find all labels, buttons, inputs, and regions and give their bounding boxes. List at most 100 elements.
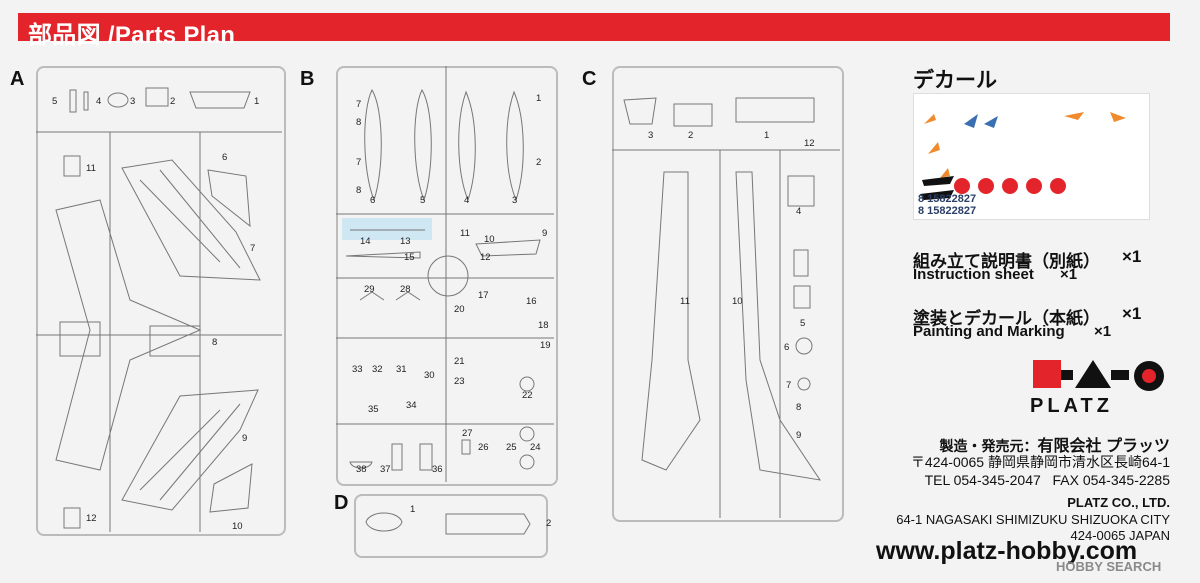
platz-logo [1031, 358, 1171, 399]
svg-text:32: 32 [372, 364, 383, 375]
svg-text:2: 2 [546, 518, 551, 529]
svg-text:12: 12 [86, 513, 97, 524]
svg-text:22: 22 [522, 390, 533, 401]
item-1-jp: 組み立て説明書（別紙） [913, 252, 1100, 271]
header-bar: 部品図 /Parts Plan [18, 13, 1170, 49]
sprue-c-label: C [582, 68, 597, 90]
svg-text:9: 9 [796, 430, 801, 441]
svg-text:24: 24 [530, 442, 541, 453]
company-name-jp: 有限会社 プラッツ [1037, 438, 1170, 455]
svg-text:9: 9 [542, 228, 547, 239]
item-2-jp: 塗装とデカール（本紙） [913, 309, 1100, 328]
svg-text:4: 4 [96, 96, 101, 107]
svg-text:12: 12 [804, 138, 815, 149]
svg-text:11: 11 [86, 163, 96, 174]
item-2-en: Painting and Marking [913, 323, 1065, 340]
svg-text:7: 7 [356, 99, 361, 110]
svg-text:2: 2 [688, 130, 693, 141]
sprue-d-frame [354, 494, 548, 558]
company-name-en: PLATZ CO., LTD. [1067, 495, 1170, 510]
sprue-d-label: D [334, 492, 349, 514]
svg-text:11: 11 [680, 296, 690, 307]
decal-sheet-graphic: 8 15822827 8 15822827 [918, 112, 1126, 217]
svg-text:15: 15 [404, 252, 415, 263]
item-1-qty: ×1 [1122, 247, 1142, 266]
sprue-a-frame [36, 66, 286, 536]
svg-text:5: 5 [52, 96, 57, 107]
svg-text:7: 7 [250, 243, 255, 254]
item-2-en-qty: ×1 [1094, 323, 1112, 340]
svg-text:7: 7 [786, 380, 791, 391]
sprue-b-label: B [300, 68, 315, 90]
website-link[interactable]: www.platz-hobby.com [876, 537, 1138, 565]
sprue-c-frame [612, 66, 844, 522]
brand-name: PLATZ [1030, 395, 1113, 417]
svg-text:36: 36 [432, 464, 443, 475]
svg-text:2: 2 [536, 157, 541, 168]
svg-text:8: 8 [356, 117, 361, 128]
svg-text:20: 20 [454, 304, 465, 315]
company-name-line: 製造・発売元：有限会社 プラッツ [940, 432, 1170, 456]
svg-text:9: 9 [242, 433, 247, 444]
svg-text:16: 16 [526, 296, 537, 307]
svg-text:6: 6 [370, 195, 375, 206]
svg-text:28: 28 [400, 284, 411, 295]
watermark: HOBBY SEARCH [1056, 559, 1162, 574]
logo-shapes-icon [1033, 360, 1164, 391]
svg-text:29: 29 [364, 284, 375, 295]
svg-text:7: 7 [356, 157, 361, 168]
svg-text:10: 10 [232, 521, 243, 532]
svg-text:10: 10 [484, 234, 495, 245]
item-2-qty: ×1 [1122, 304, 1142, 323]
svg-text:4: 4 [796, 206, 801, 217]
sprue-b-frame [336, 66, 558, 486]
svg-text:13: 13 [400, 236, 411, 247]
item-1-en-qty: ×1 [1060, 266, 1078, 283]
svg-text:14: 14 [360, 236, 371, 247]
svg-text:21: 21 [454, 356, 465, 367]
svg-text:3: 3 [130, 96, 135, 107]
svg-text:10: 10 [732, 296, 743, 307]
svg-text:12: 12 [480, 252, 491, 263]
svg-text:8: 8 [356, 185, 361, 196]
svg-text:1: 1 [764, 130, 769, 141]
svg-text:33: 33 [352, 364, 363, 375]
svg-text:25: 25 [506, 442, 517, 453]
decal-number-2: 8 15822827 [918, 193, 976, 205]
decal-number-1: 8 15822827 [918, 205, 976, 217]
svg-text:6: 6 [222, 152, 227, 163]
sprue-a-label: A [10, 68, 25, 90]
svg-text:1: 1 [536, 93, 541, 104]
svg-text:38: 38 [356, 464, 367, 475]
svg-text:1: 1 [254, 96, 259, 107]
decal-title: デカール [913, 69, 997, 92]
svg-text:8: 8 [212, 337, 217, 348]
svg-text:3: 3 [648, 130, 653, 141]
svg-text:3: 3 [512, 195, 517, 206]
svg-text:26: 26 [478, 442, 489, 453]
svg-text:1: 1 [410, 504, 415, 515]
svg-text:11: 11 [460, 228, 470, 239]
company-phone-line: TEL 054-345-2047 FAX 054-345-2285 [925, 472, 1170, 488]
svg-text:34: 34 [406, 400, 417, 411]
svg-text:27: 27 [462, 428, 473, 439]
company-postal-jp: 〒424-0065 静岡県静岡市清水区長崎64-1 [910, 454, 1170, 470]
svg-text:17: 17 [478, 290, 489, 301]
decal-sheet-image: 8 15822827 8 15822827 [913, 93, 1150, 220]
company-fax: FAX 054-345-2285 [1052, 472, 1170, 488]
company-address-en-2: 424-0065 JAPAN [1070, 528, 1171, 543]
svg-text:2: 2 [170, 96, 175, 107]
page-title: 部品図 /Parts Plan [28, 22, 236, 49]
company-tel: TEL 054-345-2047 [924, 472, 1041, 488]
company-address-en-1: 64-1 NAGASAKI SHIMIZUKU SHIZUOKA CITY [896, 512, 1170, 527]
svg-text:37: 37 [380, 464, 391, 475]
svg-text:35: 35 [368, 404, 379, 415]
svg-text:19: 19 [540, 340, 551, 351]
svg-text:5: 5 [800, 318, 805, 329]
svg-text:5: 5 [420, 195, 425, 206]
item-1-en: Instruction sheet [913, 266, 1034, 283]
svg-text:31: 31 [396, 364, 407, 375]
svg-text:8: 8 [796, 402, 801, 413]
svg-text:6: 6 [784, 342, 789, 353]
